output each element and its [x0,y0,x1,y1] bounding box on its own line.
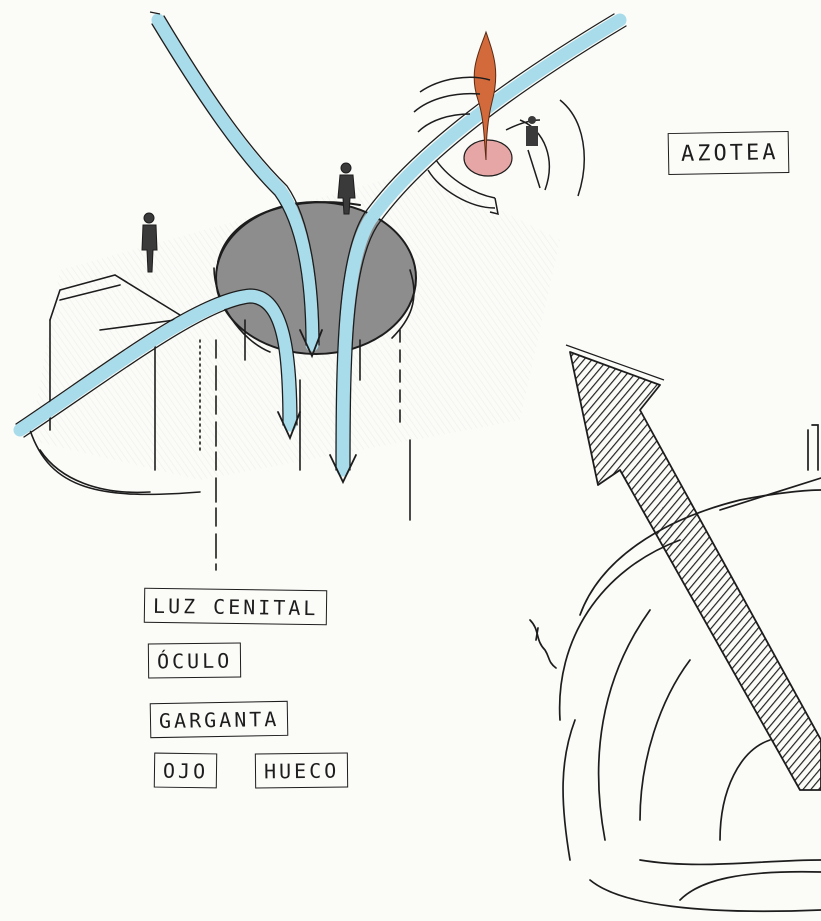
label-oculo: ÓCULO [148,643,242,679]
label-oculo-text: ÓCULO [157,651,232,672]
stray-mark [150,12,160,14]
label-garganta: GARGANTA [150,701,289,738]
label-luz-cenital: LUZ CENITAL [144,588,328,626]
label-luz-cenital-text: LUZ CENITAL [153,596,319,618]
label-azotea-text: AZOTEA [681,142,779,166]
label-hueco: HUECO [255,753,349,789]
hatched-arrow [566,345,821,790]
label-ojo: OJO [154,753,218,789]
label-hueco-text: HUECO [264,761,339,782]
label-ojo-text: OJO [163,761,208,782]
label-garganta-text: GARGANTA [159,709,280,731]
label-azotea: AZOTEA [668,131,790,175]
